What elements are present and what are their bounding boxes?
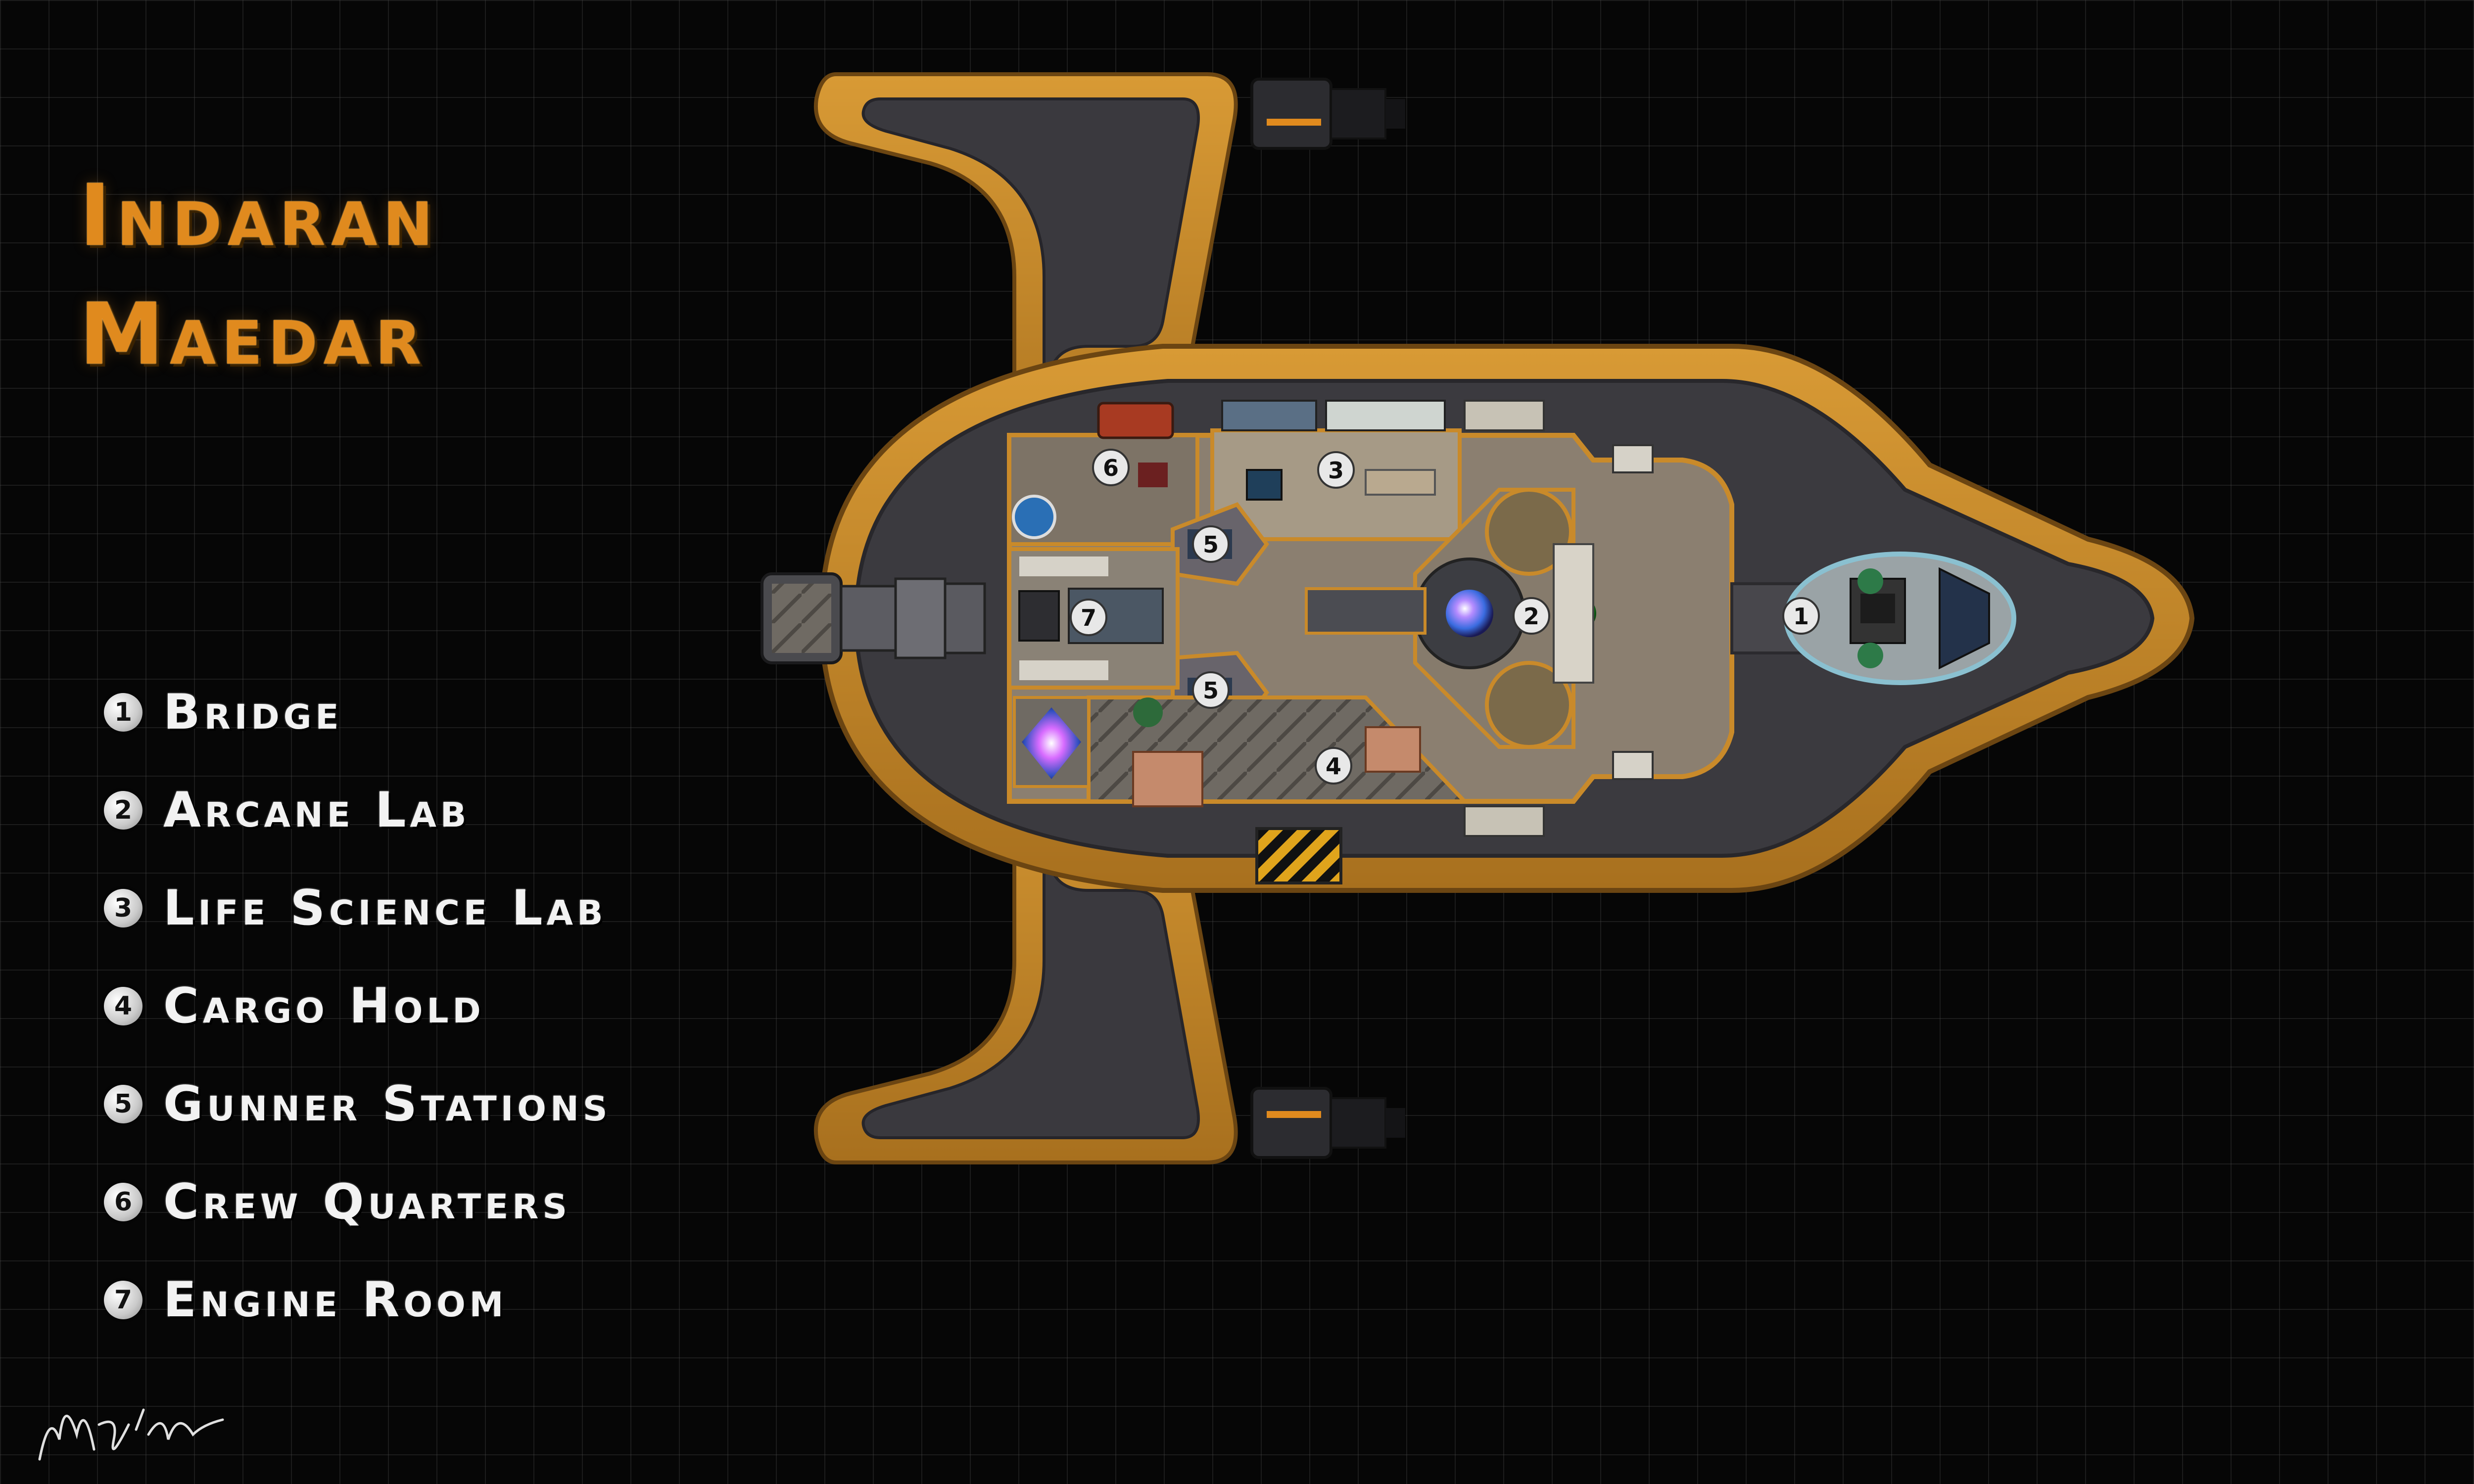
legend-label: Life Science Lab bbox=[163, 880, 607, 936]
console bbox=[1464, 805, 1545, 837]
legend-number: 4 bbox=[104, 987, 143, 1025]
legend-number: 7 bbox=[104, 1281, 143, 1319]
svg-text:7: 7 bbox=[1081, 604, 1096, 631]
legend-number: 6 bbox=[104, 1183, 143, 1221]
arcane-lab-room bbox=[1305, 488, 1596, 749]
legend-label: Gunner Stations bbox=[163, 1076, 612, 1132]
legend-number: 5 bbox=[104, 1085, 143, 1123]
bridge-room bbox=[1784, 552, 2016, 685]
legend-number: 3 bbox=[104, 889, 143, 928]
legend-label: Engine Room bbox=[163, 1272, 508, 1328]
svg-text:5: 5 bbox=[1203, 531, 1219, 558]
svg-text:5: 5 bbox=[1203, 677, 1219, 704]
room-marker-gunner-bottom: 5 bbox=[1192, 671, 1230, 709]
legend-number: 2 bbox=[104, 791, 143, 830]
crystal-icon bbox=[1022, 707, 1081, 779]
svg-text:3: 3 bbox=[1328, 457, 1344, 484]
room-marker-gunner-top: 5 bbox=[1192, 525, 1230, 563]
legend-label: Crew Quarters bbox=[163, 1174, 571, 1230]
room-marker-crew-quarters: 6 bbox=[1092, 449, 1130, 486]
glowing-orb-icon bbox=[1446, 590, 1493, 637]
airlock-hazard-stripes bbox=[1255, 827, 1342, 884]
svg-text:6: 6 bbox=[1103, 455, 1119, 481]
map-title-line-1: Indaran bbox=[79, 166, 439, 265]
svg-text:2: 2 bbox=[1523, 603, 1539, 630]
room-marker-life-science-lab: 3 bbox=[1317, 451, 1355, 489]
legend-label: Bridge bbox=[163, 684, 343, 741]
console bbox=[1464, 400, 1545, 431]
svg-text:1: 1 bbox=[1793, 603, 1809, 630]
lower-wing-engine bbox=[1250, 1087, 1405, 1159]
room-marker-engine-room: 7 bbox=[1070, 599, 1107, 636]
console bbox=[1612, 751, 1654, 780]
artist-signature bbox=[38, 1408, 224, 1461]
room-marker-cargo-hold: 4 bbox=[1315, 747, 1352, 785]
room-marker-arcane-lab: 2 bbox=[1513, 597, 1550, 635]
rear-engine bbox=[761, 572, 986, 664]
legend-number: 1 bbox=[104, 693, 143, 732]
engine-room bbox=[1007, 547, 1180, 690]
svg-text:4: 4 bbox=[1326, 753, 1341, 780]
cargo-hold-room bbox=[1013, 696, 1470, 807]
console bbox=[1612, 444, 1654, 473]
map-title-line-2: Maedar bbox=[79, 284, 427, 384]
upper-wing-engine bbox=[1250, 78, 1405, 150]
legend-label: Cargo Hold bbox=[163, 978, 485, 1034]
legend-label: Arcane Lab bbox=[163, 782, 471, 838]
room-marker-bridge: 1 bbox=[1782, 597, 1820, 635]
